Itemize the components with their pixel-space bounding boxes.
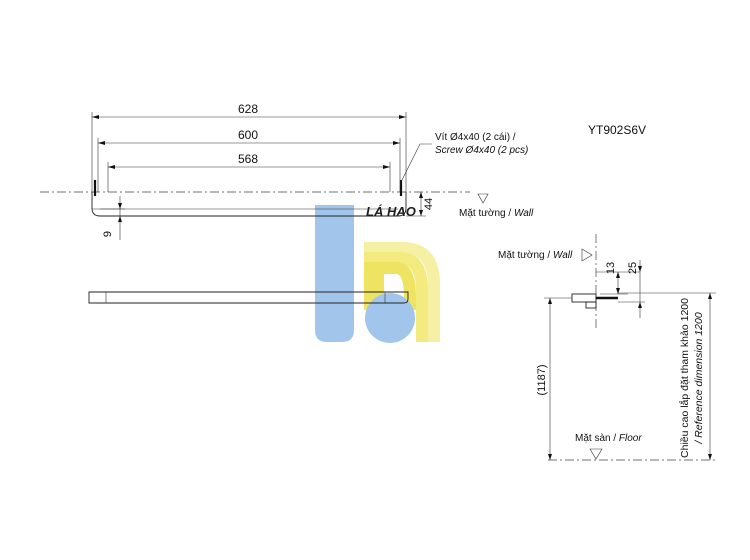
screw-leader: [400, 143, 432, 183]
floor-label: Mặt sàn / Floor: [575, 433, 642, 444]
screw-label-en: Screw Ø4x40 (2 pcs): [435, 145, 528, 156]
floor-marker-icon: [589, 448, 603, 460]
dim-overall-length: 628: [238, 102, 258, 116]
watermark-yellow-arc-2: [364, 252, 428, 342]
wall-label-side-vn: Mặt tường /: [498, 250, 553, 261]
dim-25: 25: [627, 262, 639, 274]
wall-marker-icon: [477, 193, 489, 204]
bar-outline-front: [88, 291, 409, 304]
ref-height-en: / Reference dimension 1200: [693, 312, 705, 444]
watermark-logo: LÁ HAO: [315, 204, 440, 343]
watermark-blue-dot: [365, 293, 415, 343]
wall-label-side: Mặt tường / Wall: [498, 250, 573, 261]
floor-label-en: Floor: [619, 433, 642, 444]
dim-mounting-length: 600: [238, 128, 258, 142]
screw-label-vn: Vít Ø4x40 (2 cái) /: [435, 132, 516, 143]
ref-height-vn: Chiều cao lắp đặt tham khảo 1200: [678, 298, 691, 458]
dim-13: 13: [605, 262, 617, 274]
wall-marker-side-icon: [581, 248, 593, 262]
wall-label-side-en: Wall: [553, 250, 573, 261]
dim-inner-length: 568: [238, 152, 258, 166]
wall-label-top: Mặt tường / Wall: [459, 208, 534, 219]
model-number: YT902S6V: [588, 123, 646, 137]
side-bracket: [571, 293, 597, 303]
side-view: Mặt tường / Wall 13 25 (1187) Chiều cao …: [498, 234, 716, 461]
dim-depth: 44: [423, 198, 435, 210]
watermark-blue-bar: [315, 205, 354, 342]
wall-label-top-vn: Mặt tường /: [459, 208, 514, 219]
watermark-text: LÁ HAO: [366, 204, 416, 219]
top-view: 628 600 568 44 9 Vít Ø4x40 (2 cái) / Scr…: [40, 102, 534, 240]
front-view: [88, 291, 409, 304]
dim-thickness: 9: [102, 231, 114, 237]
dim-height: (1187): [536, 365, 548, 396]
floor-label-vn: Mặt sàn /: [575, 433, 619, 444]
wall-label-top-en: Wall: [514, 208, 534, 219]
bar-outline-top: [91, 192, 407, 217]
